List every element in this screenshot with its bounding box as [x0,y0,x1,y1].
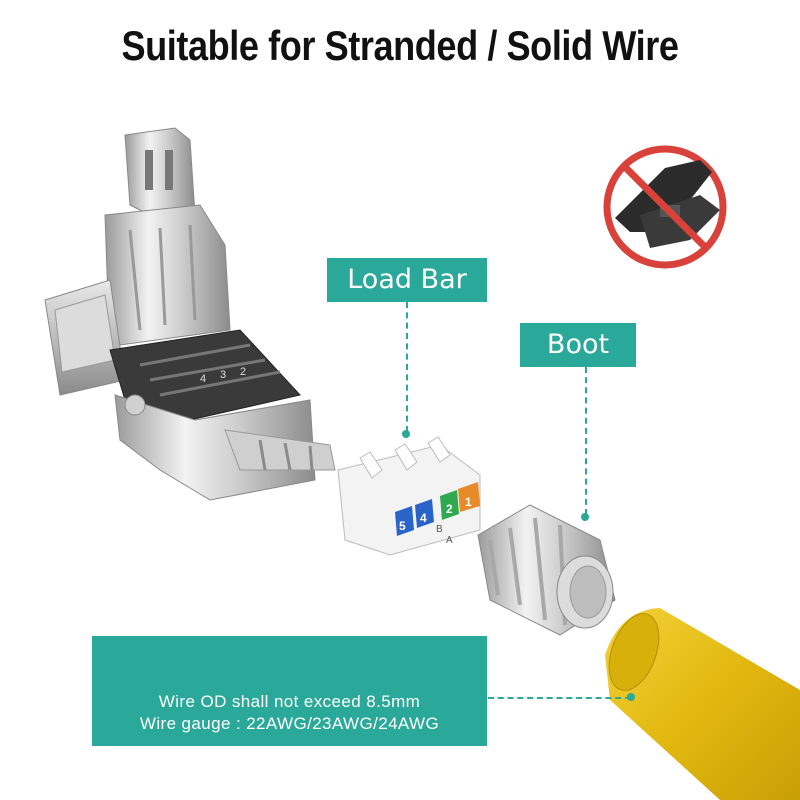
cable-leader-dot [627,693,635,701]
boot-leader-line [585,367,587,515]
plug-marking-3: 3 [220,369,226,381]
load-bar-marking-1: 1 [465,495,472,509]
load-bar-marking-b: B [436,524,443,535]
boot-label: Boot [520,323,636,367]
load-bar-leader-line [406,302,408,432]
cable-leader-line [488,697,631,699]
boot-image [477,504,616,636]
connector-image: 4 3 2 [44,127,336,501]
yellow-cable-image [605,608,800,800]
load-bar-marking-4: 4 [420,511,427,525]
boot-leader-dot [581,513,589,521]
wire-od-spec: Wire OD shall not exceed 8.5mm [158,692,421,711]
page-title: Suitable for Stranded / Solid Wire [121,22,679,69]
wire-gauge-spec: Wire gauge : 22AWG/23AWG/24AWG [139,714,440,733]
load-bar-image: 5 4 B A 2 1 [337,436,481,556]
load-bar-label: Load Bar [327,258,487,302]
load-bar-marking-a: A [446,535,453,546]
plug-marking-4: 4 [200,373,206,385]
plug-marking-2: 2 [240,366,246,378]
load-bar-leader-dot [402,430,410,438]
load-bar-marking-5: 5 [399,519,406,533]
load-bar-marking-2: 2 [446,502,453,516]
no-crimping-tool-icon [603,145,727,269]
wire-spec-panel: Wire OD shall not exceed 8.5mm Wire gaug… [92,636,487,746]
